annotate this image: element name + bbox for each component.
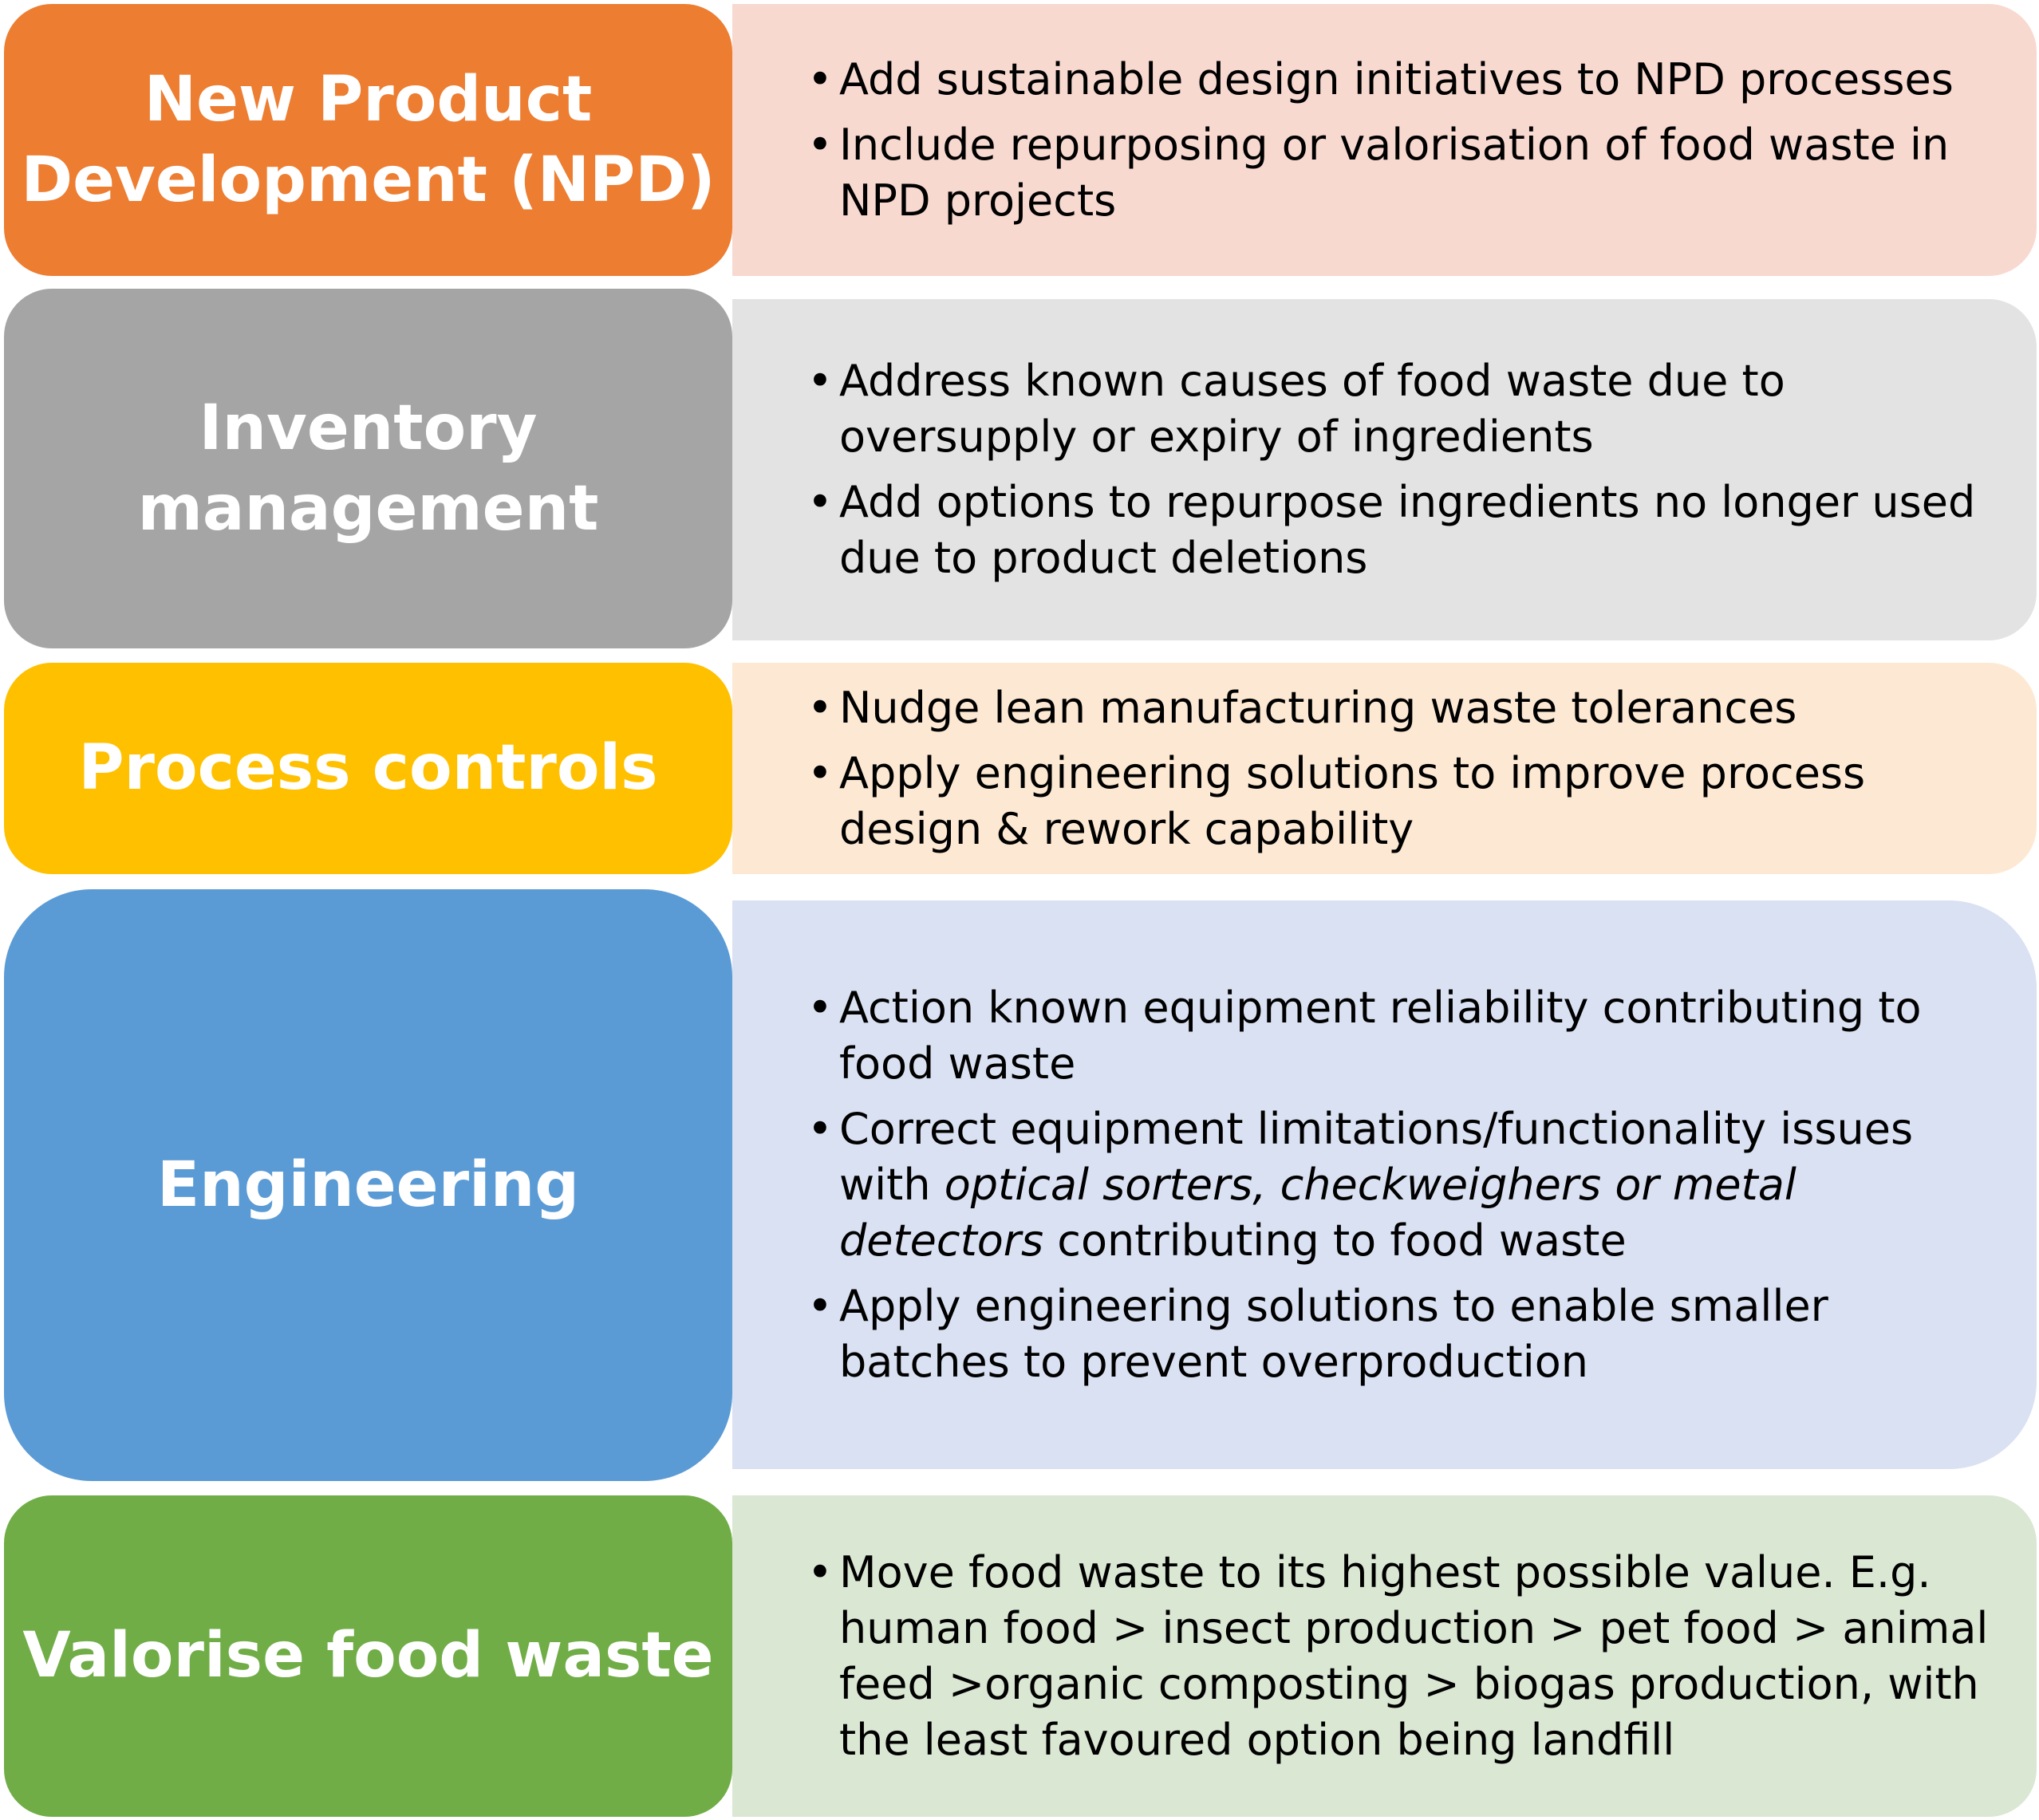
bullet-dot-icon: •: [807, 119, 833, 170]
row-label: Valorise food waste: [4, 1495, 732, 1817]
bullet-text: Action known equipment reliability contr…: [839, 982, 1922, 1089]
bullet-dot-icon: •: [807, 356, 833, 406]
bullet-text: Nudge lean manufacturing waste tolerance…: [839, 682, 1797, 733]
row-panel: •Address known causes of food waste due …: [732, 299, 2037, 640]
bullet-item: •Add sustainable design initiatives to N…: [807, 52, 2005, 108]
bullet-text: Move food waste to its highest possible …: [839, 1546, 1989, 1765]
bullet-list: •Move food waste to its highest possible…: [732, 1545, 2005, 1768]
bullet-text: contributing to food waste: [1043, 1215, 1627, 1266]
row-label: Inventory management: [4, 289, 732, 648]
bullet-text: Correct equipment limitations/functional…: [839, 1103, 1914, 1210]
bullet-list: •Add sustainable design initiatives to N…: [732, 52, 2005, 229]
bullet-dot-icon: •: [807, 477, 833, 527]
bullet-item: •Include repurposing or valorisation of …: [807, 117, 2005, 229]
bullet-dot-icon: •: [807, 682, 833, 733]
bullet-list: •Nudge lean manufacturing waste toleranc…: [732, 680, 2005, 857]
bullet-text-italic: optical sorters, checkweighers or metal …: [839, 1159, 1796, 1266]
row-npd: New Product Development (NPD) •Add susta…: [0, 4, 2039, 276]
bullet-item: •Apply engineering solutions to improve …: [807, 746, 2005, 857]
bullet-text: Add options to repurpose ingredients no …: [839, 477, 1976, 583]
row-panel: •Move food waste to its highest possible…: [732, 1495, 2037, 1817]
bullet-dot-icon: •: [807, 982, 833, 1033]
row-panel: •Nudge lean manufacturing waste toleranc…: [732, 663, 2037, 874]
bullet-item: •Action known equipment reliability cont…: [807, 980, 2005, 1092]
bullet-dot-icon: •: [807, 1546, 833, 1597]
row-panel: •Action known equipment reliability cont…: [732, 900, 2037, 1469]
row-label: New Product Development (NPD): [4, 4, 732, 276]
bullet-text: Apply engineering solutions to enable sm…: [839, 1280, 1828, 1387]
bullet-text: Address known causes of food waste due t…: [839, 356, 1785, 462]
bullet-dot-icon: •: [807, 747, 833, 798]
row-label: Engineering: [4, 889, 732, 1481]
bullet-text: Include repurposing or valorisation of f…: [839, 119, 1950, 226]
bullet-text: Apply engineering solutions to improve p…: [839, 747, 1866, 854]
bullet-item: •Nudge lean manufacturing waste toleranc…: [807, 680, 2005, 736]
row-process-controls: Process controls •Nudge lean manufacturi…: [0, 663, 2039, 874]
bullet-text: Add sustainable design initiatives to NP…: [839, 53, 1954, 104]
row-valorise: Valorise food waste •Move food waste to …: [0, 1495, 2039, 1817]
row-label: Process controls: [4, 663, 732, 874]
row-engineering: Engineering •Action known equipment reli…: [0, 889, 2039, 1481]
bullet-item: •Add options to repurpose ingredients no…: [807, 475, 2005, 586]
bullet-item: •Correct equipment limitations/functiona…: [807, 1101, 2005, 1269]
bullet-dot-icon: •: [807, 1280, 833, 1331]
row-inventory: Inventory management •Address known caus…: [0, 289, 2039, 648]
bullet-item: •Apply engineering solutions to enable s…: [807, 1278, 2005, 1390]
row-panel: •Add sustainable design initiatives to N…: [732, 4, 2037, 276]
bullet-dot-icon: •: [807, 53, 833, 104]
bullet-item: •Move food waste to its highest possible…: [807, 1545, 2005, 1768]
bullet-list: •Address known causes of food waste due …: [732, 353, 2005, 586]
bullet-item: •Address known causes of food waste due …: [807, 353, 2005, 465]
bullet-list: •Action known equipment reliability cont…: [732, 980, 2005, 1390]
bullet-dot-icon: •: [807, 1103, 833, 1154]
